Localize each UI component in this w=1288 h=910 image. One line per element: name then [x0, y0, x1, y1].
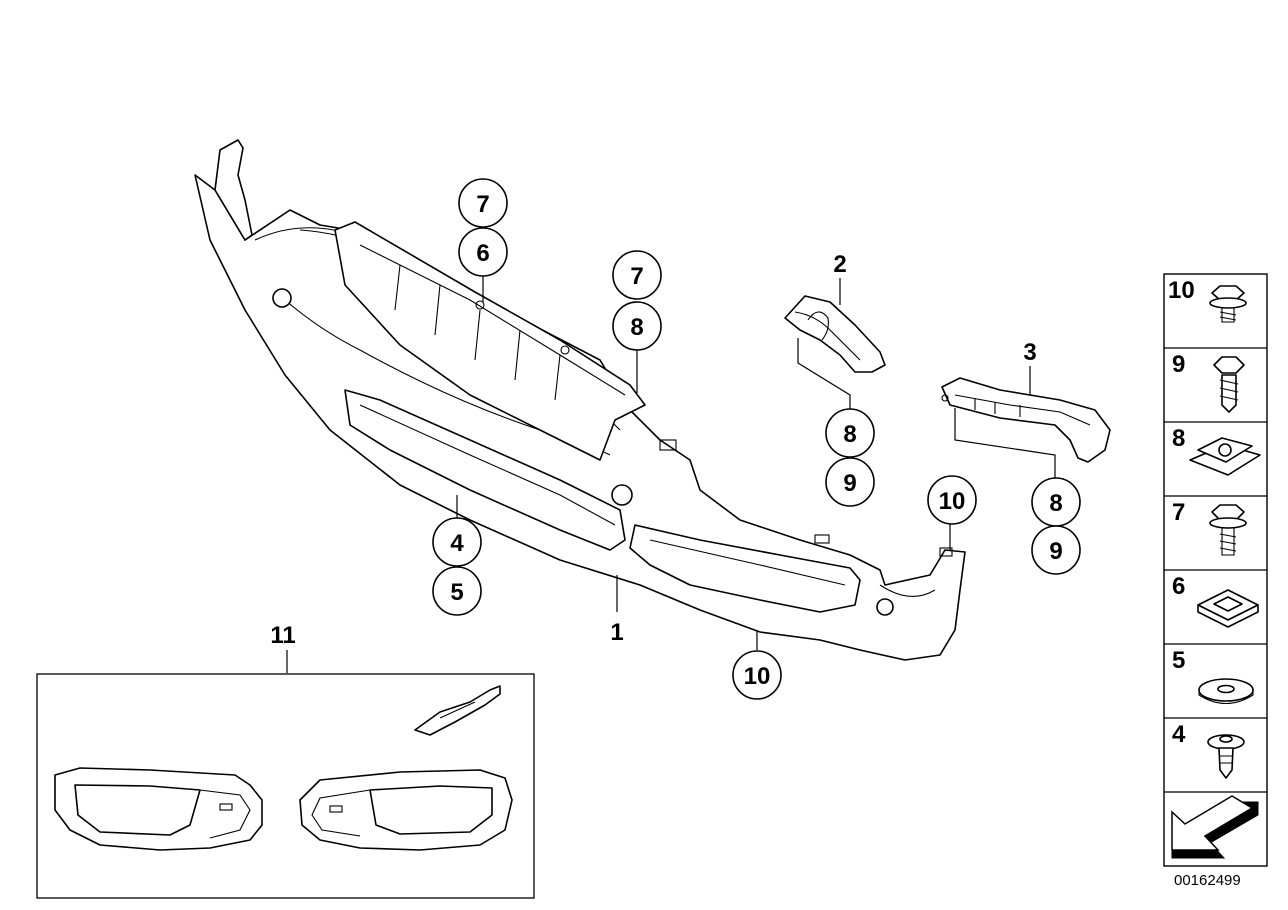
callout-8-bracket3: 8	[1031, 477, 1081, 527]
svg-text:5: 5	[450, 579, 463, 606]
hex-flange-screw-icon	[1209, 504, 1247, 556]
callout-7-top: 7	[458, 178, 508, 228]
svg-text:8: 8	[1049, 490, 1062, 517]
expanding-rivet-icon	[1207, 734, 1245, 779]
bracket-right	[941, 377, 1111, 463]
hex-flange-bolt-with-washer-icon	[1209, 285, 1247, 323]
callout-10-right: 10	[927, 475, 977, 525]
legend-number-10: 10	[1168, 277, 1195, 304]
svg-text:6: 6	[476, 240, 489, 267]
callout-10-bottom: 10	[732, 650, 782, 700]
callout-9-bracket2: 9	[825, 457, 875, 507]
legend-number-6: 6	[1172, 573, 1185, 600]
callout-7-mid: 7	[612, 250, 662, 300]
legend-number-5: 5	[1172, 647, 1185, 674]
bracket-left	[784, 295, 886, 373]
legend-number-4: 4	[1172, 721, 1186, 748]
hardware-legend: 10 9 8 7 6	[1163, 273, 1268, 867]
label-part-11: 11	[270, 622, 295, 649]
label-part-2: 2	[833, 251, 846, 278]
svg-text:4: 4	[450, 530, 464, 557]
svg-text:7: 7	[630, 263, 643, 290]
leader-lines	[286, 275, 1056, 673]
svg-text:10: 10	[939, 488, 966, 515]
label-part-3: 3	[1023, 339, 1036, 366]
svg-text:8: 8	[843, 421, 856, 448]
bumper-trim-panel	[194, 139, 966, 661]
clip-nut-icon	[1189, 437, 1261, 476]
label-part-1: 1	[610, 619, 623, 646]
document-number: 00162499	[1174, 872, 1241, 889]
svg-text:7: 7	[476, 191, 489, 218]
callout-4: 4	[432, 517, 482, 567]
square-nut-icon	[1197, 589, 1259, 628]
svg-text:9: 9	[843, 470, 856, 497]
washer-icon	[1198, 678, 1254, 705]
trim-set-box	[36, 673, 535, 899]
legend-number-8: 8	[1172, 425, 1185, 452]
callout-8-bracket2: 8	[825, 408, 875, 458]
callout-5: 5	[432, 566, 482, 616]
callout-8-mid: 8	[612, 301, 662, 351]
legend-number-7: 7	[1172, 499, 1185, 526]
hex-screw-icon	[1213, 356, 1245, 413]
callout-9-bracket3: 9	[1031, 525, 1081, 575]
forward-direction-arrow-icon	[1171, 795, 1259, 859]
legend-number-9: 9	[1172, 351, 1185, 378]
svg-text:8: 8	[630, 314, 643, 341]
svg-text:9: 9	[1049, 538, 1062, 565]
callout-6: 6	[458, 227, 508, 277]
svg-text:10: 10	[744, 663, 771, 690]
